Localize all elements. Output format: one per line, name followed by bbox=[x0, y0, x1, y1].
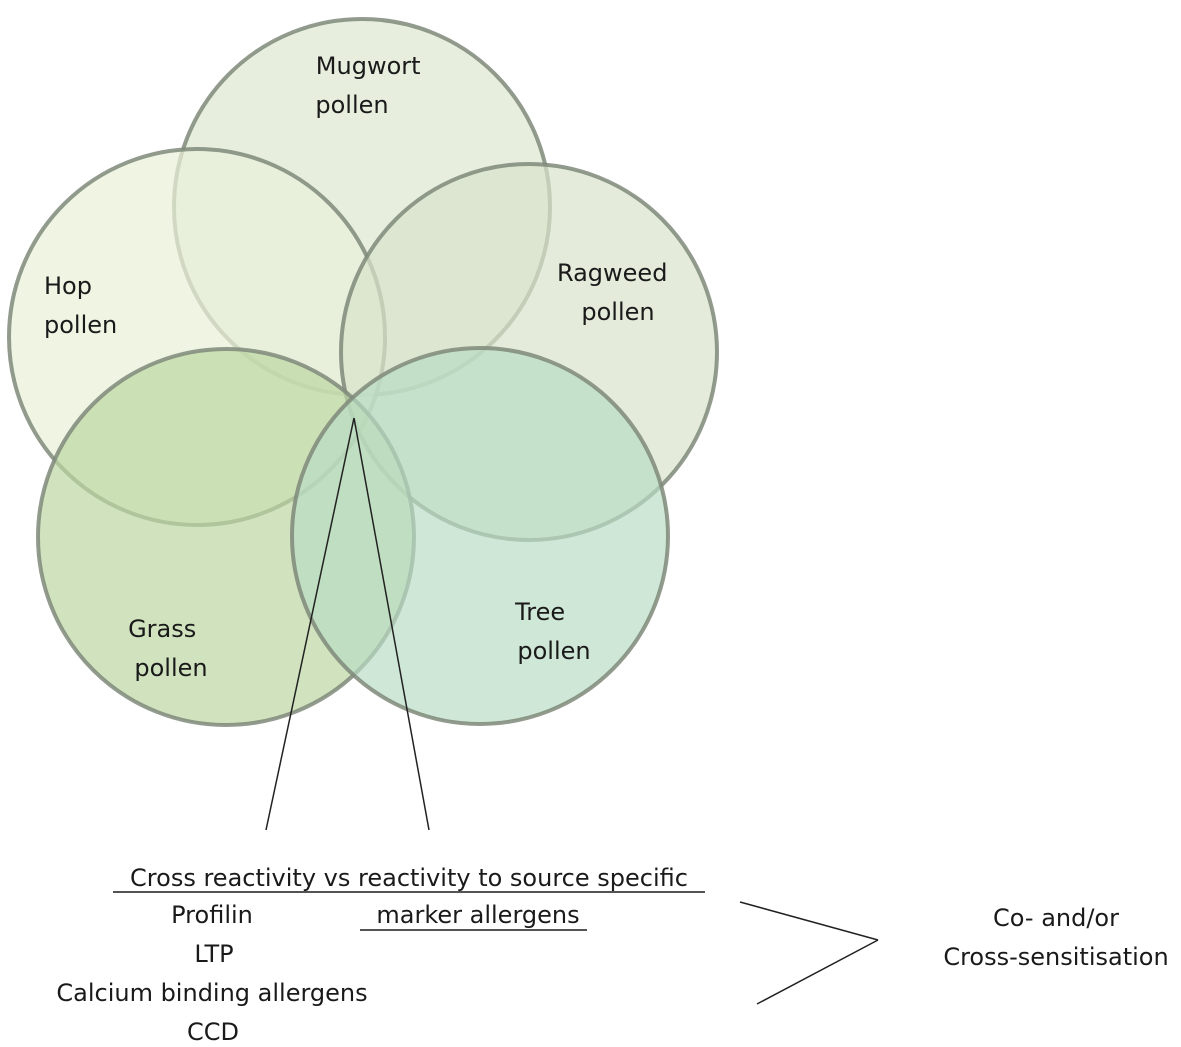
hop-pollen-label: Hop pollen bbox=[44, 272, 117, 339]
allergen-item: Calcium binding allergens bbox=[56, 979, 367, 1007]
heading-line1: Cross reactivity vs reactivity to source… bbox=[130, 864, 688, 892]
heading: Cross reactivity vs reactivity to source… bbox=[113, 864, 705, 931]
outcome: Co- and/or Cross-sensitisation bbox=[943, 904, 1168, 971]
circle-labels: Mugwort pollen Hop pollen Ragweed pollen… bbox=[44, 52, 675, 682]
mugwort-label-line1: Mugwort bbox=[316, 52, 421, 80]
heading-line2: marker allergens bbox=[376, 901, 579, 929]
tree-pollen-circle bbox=[290, 346, 670, 726]
ragweed-label-line2: pollen bbox=[581, 298, 654, 326]
tree-label-line2: pollen bbox=[517, 637, 590, 665]
converge-lines bbox=[739, 901, 879, 1005]
hop-label-line1: Hop bbox=[44, 272, 92, 300]
mugwort-label-line2: pollen bbox=[315, 91, 388, 119]
outcome-line2: Cross-sensitisation bbox=[943, 943, 1168, 971]
converge-line-top bbox=[739, 901, 879, 941]
mugwort-pollen-label: Mugwort pollen bbox=[315, 52, 428, 119]
tree-pollen-label: Tree pollen bbox=[514, 598, 590, 665]
grass-label-line2: pollen bbox=[134, 654, 207, 682]
callout-line-left bbox=[265, 417, 355, 831]
allergen-list: Profilin LTP Calcium binding allergens C… bbox=[56, 901, 367, 1046]
grass-label-line1: Grass bbox=[128, 615, 196, 643]
tree-label-line1: Tree bbox=[514, 598, 565, 626]
ragweed-label-line1: Ragweed bbox=[557, 259, 667, 287]
allergen-item: CCD bbox=[187, 1018, 239, 1046]
outcome-line1: Co- and/or bbox=[993, 904, 1119, 932]
callout-line-right bbox=[353, 417, 430, 831]
grass-pollen-label: Grass pollen bbox=[128, 615, 208, 682]
hop-label-line2: pollen bbox=[44, 311, 117, 339]
allergen-item: LTP bbox=[194, 940, 233, 968]
ragweed-pollen-label: Ragweed pollen bbox=[557, 259, 675, 326]
allergen-item: Profilin bbox=[171, 901, 253, 929]
venn-circles bbox=[7, 17, 719, 727]
converge-line-bottom bbox=[756, 939, 879, 1005]
callout-lines bbox=[265, 417, 430, 831]
